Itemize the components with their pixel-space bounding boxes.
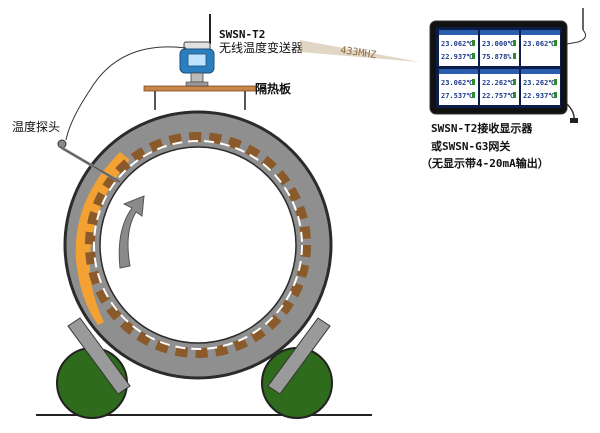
hot-zone [75, 152, 130, 325]
support-bracket-right [267, 317, 331, 395]
receiver-display: 23.062℃22.937℃23.000℃75.878%23.062℃23.06… [429, 8, 587, 123]
support-bracket-left [67, 317, 131, 395]
signal-bar-icon [554, 92, 557, 98]
panel-reading: 75.878% [482, 53, 512, 61]
display-panel: 22.262℃ 22.757℃ [480, 69, 519, 105]
display-panel: 23.062℃ 27.537℃ [439, 69, 478, 105]
signal-bar-icon [472, 40, 475, 46]
panel-reading: 23.062℃ [523, 40, 556, 48]
refractory-lining [85, 132, 311, 358]
display-panel: 23.062℃ 22.937℃ [439, 30, 478, 66]
panel-reading: 22.937℃ [441, 53, 474, 61]
power-cable [566, 103, 575, 121]
transmitter-model-label: SWSN-T2 [219, 28, 265, 41]
panel-reading: 27.537℃ [441, 92, 474, 100]
signal-bar-icon [554, 79, 557, 85]
signal-bar-icon [513, 79, 516, 85]
rotation-arrow-icon [118, 195, 145, 269]
power-plug-icon [570, 118, 578, 123]
output-note-label: （无显示带4-20mA输出） [421, 156, 549, 170]
panel-reading: 23.000℃ [482, 40, 515, 48]
display-panel: 23.000℃ 75.878% [480, 30, 519, 66]
panel-body [439, 74, 478, 105]
transmitter-name-label: 无线温度变送器 [219, 40, 303, 55]
panel-header [480, 69, 519, 74]
panel-body [480, 74, 519, 105]
display-panel: 23.262℃ 22.937℃ [521, 69, 560, 105]
signal-bar-icon [472, 79, 475, 85]
display-panels: 23.062℃22.937℃23.000℃75.878%23.062℃23.06… [439, 30, 560, 105]
signal-bar-icon [472, 92, 475, 98]
temperature-probe [57, 139, 121, 184]
panel-reading: 23.262℃ [523, 79, 556, 87]
panel-header [480, 30, 519, 35]
signal-bar-icon [513, 53, 516, 59]
antenna-cable [566, 29, 587, 45]
panel-reading: 22.262℃ [482, 79, 515, 87]
display-panel: 23.062℃ [521, 30, 560, 66]
panel-header [439, 69, 478, 74]
panel-header [521, 69, 560, 74]
frequency-label: 433MHZ [340, 45, 377, 61]
panel-body [521, 74, 560, 105]
panel-reading: 22.757℃ [482, 92, 515, 100]
signal-bar-icon [472, 53, 475, 59]
temperature-probe-label: 温度探头 [12, 119, 60, 134]
insulation-board-label: 隔热板 [255, 81, 292, 96]
signal-bar-icon [513, 92, 516, 98]
panel-reading: 23.062℃ [441, 40, 474, 48]
panel-reading: 23.062℃ [441, 79, 474, 87]
panel-body [521, 35, 560, 66]
signal-bar-icon [554, 40, 557, 46]
wireless-transmitter [179, 14, 215, 87]
panel-header [439, 30, 478, 35]
panel-header [521, 30, 560, 35]
receiver-model-label: SWSN-T2接收显示器 [431, 121, 533, 135]
panel-body [480, 35, 519, 66]
probe-cable [65, 46, 187, 141]
kiln-interior [99, 146, 297, 344]
insulation-board [143, 85, 257, 110]
signal-bar-icon [513, 40, 516, 46]
panel-body [439, 35, 478, 66]
rf-signal-link [300, 40, 420, 62]
gateway-label: 或SWSN-G3网关 [431, 139, 510, 153]
panel-reading: 22.937℃ [523, 92, 556, 100]
lining-inner-ring [93, 140, 303, 350]
rotary-kiln [63, 110, 333, 380]
